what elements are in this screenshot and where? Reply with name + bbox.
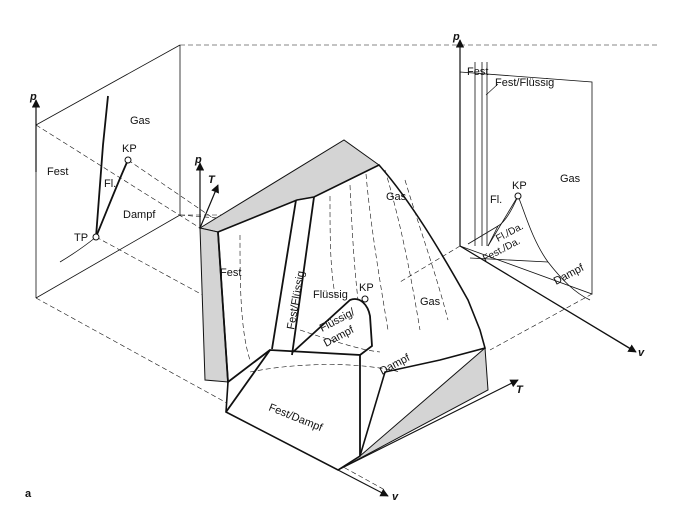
pv-label-liquid: Fl. [490,194,502,206]
pvT-surface [198,139,489,471]
v-axis-right [459,245,637,353]
p-axis-right-label: p [452,31,460,43]
vapour-pressure-curve-pT [95,159,129,238]
surface-label-liquid: Flüssig [313,289,348,301]
p-axis-center-label: p [194,154,202,166]
triple-point-pT [92,233,100,241]
pv-label-gas: Gas [560,173,581,185]
critical-point-pv [514,192,522,200]
v-axis-right-label: v [638,347,645,359]
surface-label-cp: KP [359,282,374,294]
pv-label-cp: KP [512,180,527,192]
pv-label-vapour: Dampf [552,261,587,287]
pT-label-cp: KP [122,143,137,155]
surface-label-solid: Fest [220,267,241,279]
critical-point-pT [124,156,132,164]
T-axis-bottom-label: T [516,384,524,396]
T-axis-center-top-label: T [208,174,216,186]
T-axis-center-top [199,184,219,229]
panel-label: a [25,488,32,500]
p-axis-left-label: p [29,91,37,103]
pT-label-vapour: Dampf [123,209,156,221]
pT-label-gas: Gas [130,115,151,127]
pv-label-solid-liquid: Fest/Flüssig [495,77,554,89]
pT-label-liquid: Fl. [104,178,116,190]
pv-solid-liquid-leader [485,83,499,96]
v-axis-bottom-label: v [392,491,399,503]
critical-point-surface [361,295,369,303]
melting-curve-pT [95,95,109,238]
surface-label-gas-top: Gas [386,191,407,203]
surface-label-gas-right: Gas [420,296,441,308]
T-axis-bottom [337,379,519,471]
v-axis-bottom [337,469,389,497]
pv-label-solid: Fest [467,66,488,78]
pT-label-solid: Fest [47,166,68,178]
pT-label-tp: TP [74,232,88,244]
